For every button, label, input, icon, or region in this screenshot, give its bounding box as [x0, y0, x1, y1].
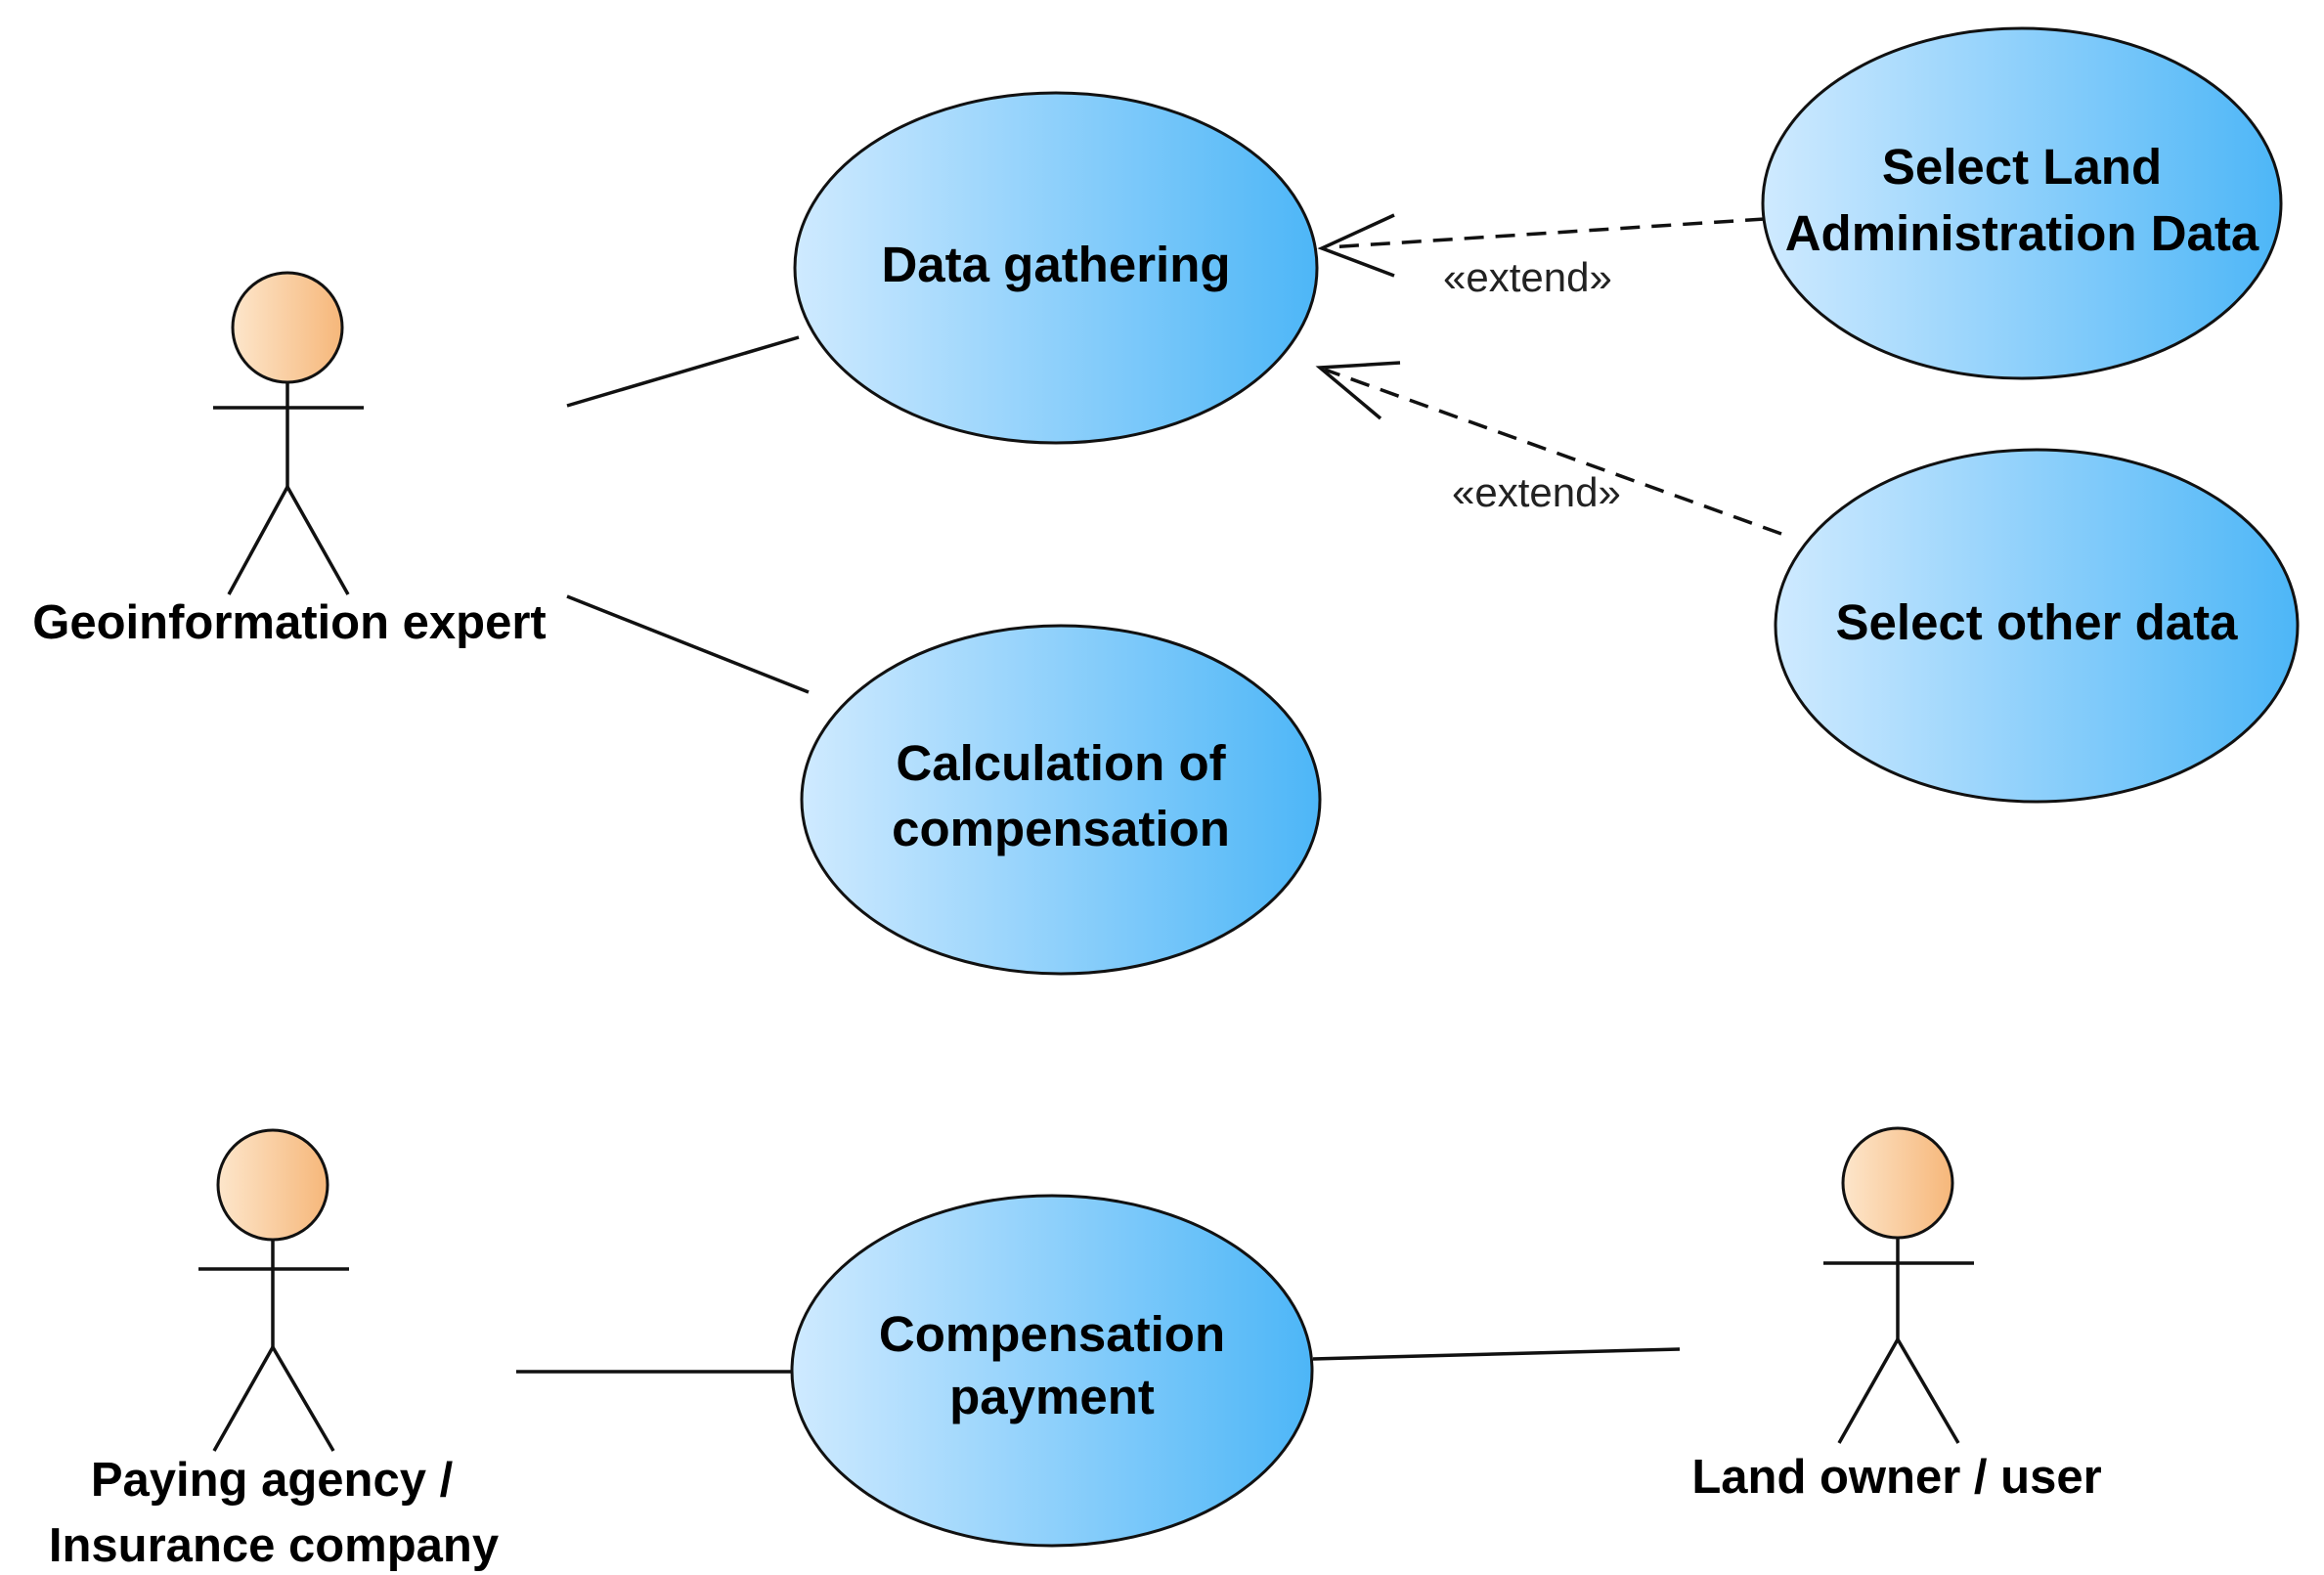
usecase-compensation-payment[interactable]: Compensation payment — [790, 1194, 1314, 1548]
extend-select-land-to-data-gathering — [1317, 213, 1766, 278]
usecase-label-line2: compensation — [892, 801, 1230, 856]
usecase-label-line2: Administration Data — [1785, 205, 2259, 261]
extend-label-other: «extend» — [1452, 469, 1621, 515]
actor-label-line1: Paying agency / — [91, 1454, 454, 1507]
stick-figure-icon — [198, 1128, 349, 1452]
actor-label: Geoinformation expert — [32, 596, 546, 649]
usecase-label: Select other data — [1836, 594, 2239, 650]
actor-label: Land owner / user — [1691, 1451, 2101, 1504]
actor-label-line2: Insurance company — [49, 1519, 499, 1572]
usecase-label-line1: Select Land — [1882, 139, 2162, 195]
association-geo-data-gathering — [566, 335, 800, 408]
usecase-data-gathering[interactable]: Data gathering — [793, 91, 1319, 445]
usecase-select-other-data[interactable]: Select other data — [1774, 448, 2300, 804]
usecase-label: Data gathering — [881, 237, 1230, 292]
stick-figure-icon — [1823, 1126, 1974, 1444]
association-landowner-compensation-payment — [1312, 1347, 1681, 1361]
extend-label-land: «extend» — [1443, 254, 1612, 300]
actor-geoinformation-expert[interactable]: Geoinformation expert — [32, 271, 547, 649]
association-geo-calculation — [566, 594, 810, 694]
usecase-label-line1: Compensation — [879, 1306, 1225, 1362]
usecase-label-line2: payment — [949, 1369, 1155, 1424]
usecase-calculation-of-compensation[interactable]: Calculation of compensation — [800, 624, 1322, 976]
extend-select-other-to-data-gathering — [1315, 361, 1782, 536]
actor-land-owner-user[interactable]: Land owner / user — [1691, 1126, 2102, 1504]
stick-figure-icon — [213, 271, 364, 595]
usecase-select-land-administration-data[interactable]: Select Land Administration Data — [1761, 26, 2283, 380]
usecase-label-line1: Calculation of — [896, 735, 1226, 791]
actor-paying-agency-insurance-company[interactable]: Paying agency / Insurance company — [49, 1128, 499, 1572]
